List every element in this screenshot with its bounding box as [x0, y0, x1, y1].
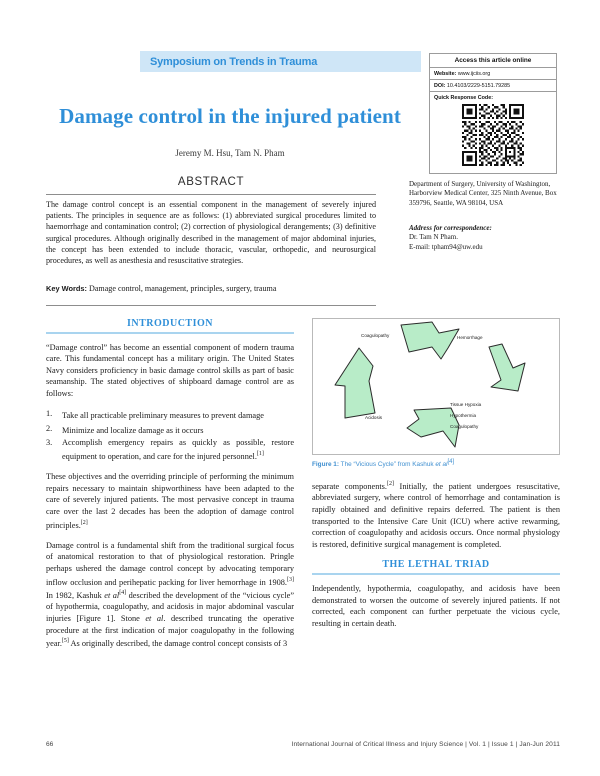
figure-vicious-cycle: Coagulopathy Hemorrhage Tissue Hypoxia H…	[312, 318, 560, 455]
figure-label-hypothermia: Hypothermia	[450, 413, 477, 418]
list-item: 2. Minimize and localize damage as it oc…	[46, 423, 294, 436]
section-rule-introduction	[46, 332, 294, 334]
arrow-right	[488, 343, 526, 392]
list-item-text: Minimize and localize damage as it occur…	[62, 425, 204, 435]
intro-paragraph-2: These objectives and the overriding prin…	[46, 472, 294, 530]
keywords-label: Key Words:	[46, 284, 87, 293]
citation-ref-2[interactable]: [2]	[80, 519, 88, 526]
section-heading-introduction: INTRODUCTION	[126, 318, 213, 329]
intro-paragraph-3: Damage control is a fundamental shift fr…	[46, 540, 295, 648]
list-item: 3. Accomplish emergency repairs as quick…	[46, 437, 294, 462]
abstract-text: The damage control concept is an essenti…	[46, 200, 376, 266]
section-heading-lethal-triad: THE LETHAL TRIAD	[382, 559, 490, 571]
list-item-text: Take all practicable preliminary measure…	[62, 411, 264, 421]
access-doi-value[interactable]: 10.4103/2229-5151.79285	[446, 82, 511, 89]
access-website-row: Website: www.ijciis.org	[430, 68, 556, 80]
list-item-number: 1.	[46, 409, 53, 419]
list-item-ref[interactable]: [1]	[256, 450, 264, 457]
left-column: INTRODUCTION “Damage control” has become…	[46, 318, 294, 659]
arrow-top	[400, 321, 460, 360]
figure-label-coagulopathy-top: Coagulopathy	[361, 333, 390, 338]
right-column: Coagulopathy Hemorrhage Tissue Hypoxia H…	[312, 318, 560, 638]
figure-label-acidosis: Acidosis	[365, 415, 383, 420]
list-item-number: 3.	[46, 438, 53, 448]
intro-paragraph-1: “Damage control” has become an essential…	[46, 342, 294, 398]
right-paragraph-2: Independently, hypothermia, coagulopathy…	[312, 583, 560, 628]
page-title: Damage control in the injured patient	[59, 104, 401, 128]
access-doi-label: DOI:	[434, 82, 446, 89]
abstract-top-rule	[46, 194, 376, 195]
access-doi-row: DOI: 10.4103/2229-5151.79285	[430, 80, 556, 92]
arrow-left	[334, 347, 376, 419]
page-footer: 66 International Journal of Critical Ill…	[0, 741, 600, 755]
access-article-online-box: Access this article online Website: www.…	[429, 53, 557, 174]
symposium-banner: Symposium on Trends in Trauma	[140, 51, 421, 72]
figure-label-hemorrhage: Hemorrhage	[457, 335, 483, 340]
qr-code-icon	[462, 103, 524, 166]
keywords-value: Damage control, management, principles, …	[88, 284, 277, 293]
symposium-banner-text: Symposium on Trends in Trauma	[150, 55, 318, 68]
correspondence-heading: Address for correspondence:	[409, 224, 492, 232]
damage-control-objectives-list: 1. Take all practicable preliminary meas…	[46, 408, 294, 462]
affiliation-text: Department of Surgery, University of Was…	[409, 180, 557, 207]
arrow-bottom	[406, 407, 460, 448]
list-item: 1. Take all practicable preliminary meas…	[46, 408, 294, 421]
footer-journal-line: International Journal of Critical Illnes…	[291, 741, 560, 748]
correspondence-name: Dr. Tam N Pham.	[409, 233, 458, 242]
qr-code-wrap	[430, 102, 556, 173]
abstract-heading: ABSTRACT	[177, 176, 245, 188]
citation-ref-5[interactable]: [5]	[61, 638, 69, 645]
keywords-line: Key Words: Damage control, management, p…	[46, 283, 376, 294]
correspondence-email[interactable]: E-mail: tpham94@uw.edu	[409, 242, 483, 251]
citation-ref-3[interactable]: [3]	[287, 576, 294, 583]
list-item-number: 2.	[46, 423, 53, 433]
figure-label-tissue-hypoxia: Tissue Hypoxia	[450, 402, 482, 407]
right-paragraph-1: separate components.[2] Initially, the p…	[312, 481, 560, 549]
access-website-label: Website:	[434, 70, 457, 77]
vicious-cycle-diagram	[334, 321, 526, 448]
access-box-title: Access this article online	[430, 54, 556, 68]
list-item-text: Accomplish emergency repairs as quickly …	[62, 438, 294, 461]
access-qr-label: Quick Response Code:	[434, 94, 494, 101]
figure-caption: Figure 1: The “Vicious Cycle” from Kashu…	[312, 459, 455, 469]
correspondence-block: Address for correspondence: Dr. Tam N Ph…	[409, 224, 559, 252]
footer-page-number: 66	[46, 741, 54, 748]
access-website-value[interactable]: www.ijciis.org	[457, 70, 491, 77]
section-rule-lethal-triad	[312, 573, 560, 575]
abstract-bottom-rule	[46, 305, 376, 306]
citation-ref-2b[interactable]: [2]	[386, 481, 394, 488]
citation-ref-4[interactable]: [4]	[119, 590, 127, 597]
author-list: Jeremy M. Hsu, Tam N. Pham	[175, 148, 285, 158]
figure-label-coagulopathy-bottom: Coagulopathy	[450, 424, 479, 429]
figure-caption-ref[interactable]: [4]	[447, 459, 455, 465]
